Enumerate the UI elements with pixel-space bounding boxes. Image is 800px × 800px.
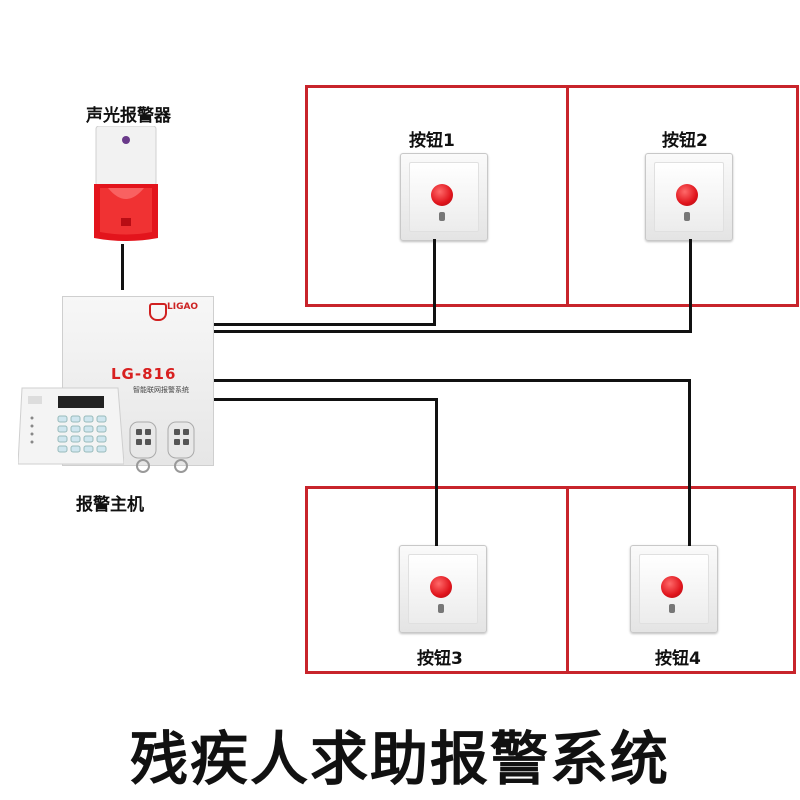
wire-button-2 [214,330,692,333]
button-3-label: 按钮3 [417,649,463,669]
emergency-button-1[interactable] [400,153,488,241]
room-2 [566,85,799,307]
siren-wire [121,244,124,290]
room-4 [566,486,796,674]
host-label: 报警主机 [76,495,144,515]
key-icon [684,212,690,221]
siren-label: 声光报警器 [86,106,171,126]
emergency-button-2[interactable] [645,153,733,241]
emergency-button-4[interactable] [630,545,718,633]
keypad-icon [17,386,125,468]
siren-icon [94,125,158,244]
wire-button-1 [214,323,436,326]
remote-control-icon [128,420,160,476]
emergency-button-3[interactable] [399,545,487,633]
alarm-button-icon [661,576,683,598]
wire-button-1 [433,239,436,326]
button-1-label: 按钮1 [409,131,455,151]
brand-name: LIGAO [167,302,199,312]
wire-button-3 [435,398,438,546]
wire-button-2 [689,239,692,333]
button-4-label: 按钮4 [655,649,701,669]
wire-button-4 [214,379,691,382]
alarm-button-icon [676,184,698,206]
key-icon [438,604,444,613]
brand-logo-icon [149,303,167,321]
page-title: 残疾人求助报警系统 [129,725,670,793]
host-subtitle: 智能联网报警系统 [133,386,189,394]
remote-control-icon [166,420,198,476]
button-2-label: 按钮2 [662,131,708,151]
key-icon [439,212,445,221]
wire-button-4 [688,379,691,546]
host-model: LG-816 [111,365,177,383]
alarm-button-icon [431,184,453,206]
wire-button-3 [214,398,438,401]
alarm-button-icon [430,576,452,598]
key-icon [669,604,675,613]
